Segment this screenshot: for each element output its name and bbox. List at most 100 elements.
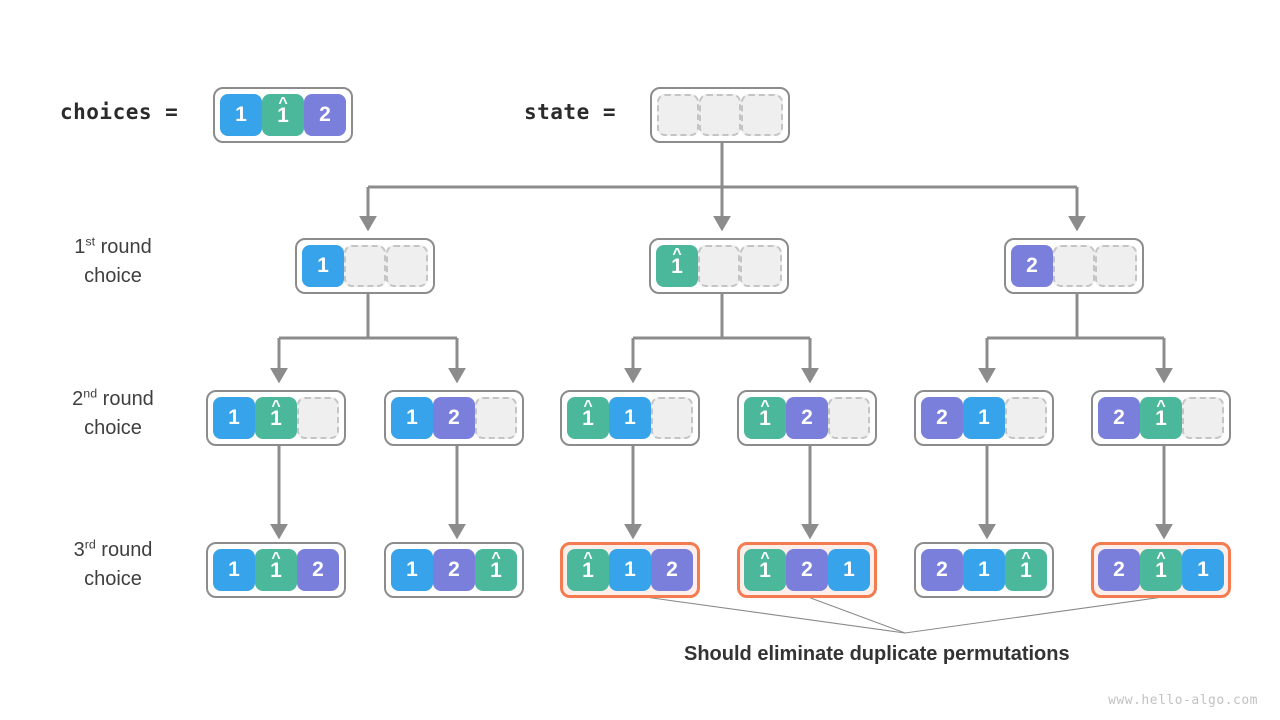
circumflex-icon: ^: [760, 397, 770, 415]
cell-label: 1: [671, 254, 683, 278]
cell-value: ^1: [1140, 549, 1182, 591]
choices-label: choices =: [60, 100, 179, 124]
cell-value: 2: [1011, 245, 1053, 287]
cell-label: 1: [978, 558, 990, 581]
cell-value: 1: [963, 397, 1005, 439]
circumflex-icon: ^: [583, 549, 593, 567]
cell-value: 1: [609, 397, 651, 439]
cell-value: ^1: [744, 397, 786, 439]
cell-label: 2: [936, 558, 948, 581]
round3-node-1: 1 2 ^1: [384, 542, 524, 598]
cell-value: 2: [921, 549, 963, 591]
circumflex-icon: ^: [1156, 549, 1166, 567]
cell-label: 1: [582, 406, 594, 430]
cell-empty: [651, 397, 693, 439]
cell-value: 1: [609, 549, 651, 591]
hat-digit: ^1: [582, 550, 594, 582]
round-2-word: round: [102, 388, 154, 410]
hat-digit: ^1: [582, 398, 594, 430]
cell-label: 1: [1155, 406, 1167, 430]
round-2-label: 2nd round choice: [28, 385, 198, 443]
round-1-label: 1st round choice: [28, 233, 198, 291]
hat-digit: ^1: [671, 246, 683, 278]
cell-label: 1: [228, 406, 240, 429]
hat-digit: ^1: [1155, 550, 1167, 581]
cell-value: ^1: [656, 245, 698, 287]
round1-node-0: 1: [295, 238, 435, 294]
cell-value: ^1: [567, 397, 609, 439]
cell-label: 2: [319, 103, 331, 126]
cell-label: 2: [1113, 558, 1125, 581]
cell-value: 2: [304, 94, 346, 136]
cell-label: 2: [1026, 254, 1038, 277]
cell-value: 1: [302, 245, 344, 287]
cell-value: 2: [921, 397, 963, 439]
cell-value: 1: [828, 549, 870, 591]
hat-digit: ^1: [270, 550, 282, 582]
cell-label: 1: [317, 254, 329, 277]
cell-empty: [297, 397, 339, 439]
cell-value: 1: [220, 94, 262, 136]
cell-label: 1: [277, 103, 289, 127]
cell-value: ^1: [255, 397, 297, 439]
cell-label: 2: [666, 558, 678, 581]
circumflex-icon: ^: [1156, 397, 1166, 415]
round-1-line2: choice: [84, 265, 142, 287]
cell-empty: [344, 245, 386, 287]
round-3-line2: choice: [84, 568, 142, 590]
cell-value: 2: [297, 549, 339, 591]
hat-digit: ^1: [277, 95, 289, 127]
cell-label: 1: [759, 406, 771, 430]
cell-value: 1: [1182, 549, 1224, 591]
round3-node-5: 2 ^1 1: [1091, 542, 1231, 598]
cell-label: 2: [1113, 406, 1125, 429]
cell-label: 1: [235, 103, 247, 126]
cell-value: ^1: [262, 94, 304, 136]
round-3-ordinal: 3: [73, 539, 85, 561]
cell-label: 2: [801, 558, 813, 581]
hat-digit: ^1: [1155, 398, 1167, 430]
cell-value: 1: [391, 397, 433, 439]
round2-node-5: 2 ^1: [1091, 390, 1231, 446]
watermark: www.hello-algo.com: [1108, 693, 1258, 708]
hat-digit: ^1: [759, 398, 771, 430]
cell-empty: [1005, 397, 1047, 439]
cell-value: 2: [786, 549, 828, 591]
cell-label: 2: [448, 558, 460, 581]
cell-empty: [657, 94, 699, 136]
cell-empty: [740, 245, 782, 287]
round2-node-0: 1 ^1: [206, 390, 346, 446]
cell-value: ^1: [744, 549, 786, 591]
cell-value: 1: [213, 549, 255, 591]
circumflex-icon: ^: [760, 549, 770, 567]
cell-value: ^1: [1140, 397, 1182, 439]
cell-label: 1: [624, 406, 636, 429]
circumflex-icon: ^: [271, 397, 281, 415]
cell-label: 1: [978, 406, 990, 429]
cell-empty: [475, 397, 517, 439]
hat-digit: ^1: [490, 550, 502, 581]
cell-empty: [699, 94, 741, 136]
circumflex-icon: ^: [1021, 549, 1031, 567]
cell-label: 1: [406, 558, 418, 581]
circumflex-icon: ^: [583, 397, 593, 415]
circumflex-icon: ^: [271, 549, 281, 567]
cell-label: 1: [1020, 558, 1032, 582]
cell-value: 2: [651, 549, 693, 591]
round-1-word: round: [100, 236, 152, 258]
round2-node-3: ^1 2: [737, 390, 877, 446]
hat-digit: ^1: [270, 398, 282, 429]
cell-label: 1: [582, 558, 594, 582]
cell-label: 1: [624, 558, 636, 581]
cell-label: 1: [270, 558, 282, 582]
cell-value: ^1: [567, 549, 609, 591]
cell-empty: [1053, 245, 1095, 287]
round1-node-1: ^1: [649, 238, 789, 294]
circumflex-icon: ^: [491, 549, 501, 567]
cell-label: 2: [801, 406, 813, 429]
round-3-word: round: [101, 539, 153, 561]
